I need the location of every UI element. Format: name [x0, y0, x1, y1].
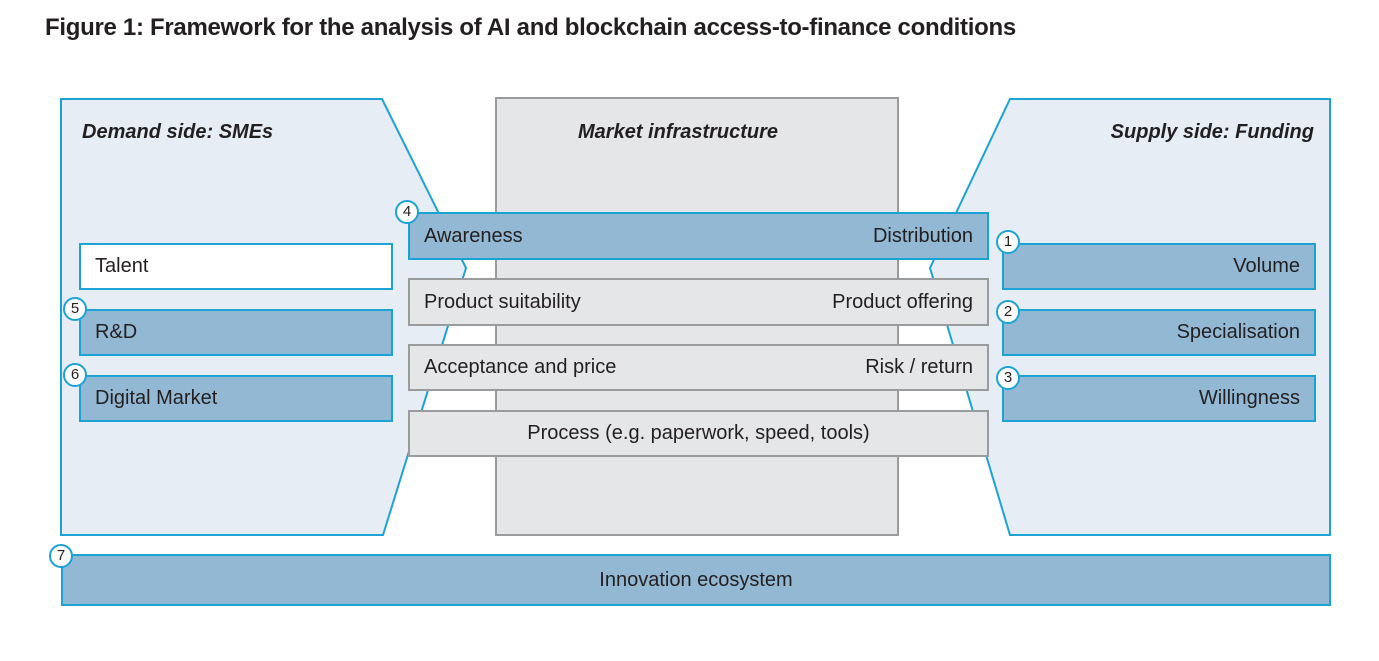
market-row-product: Product suitability Product offering	[408, 278, 989, 326]
number-badge-5: 5	[63, 297, 87, 321]
market-infrastructure-title: Market infrastructure	[578, 121, 779, 143]
demand-item-rnd: R&D	[79, 309, 393, 356]
innovation-ecosystem-label: Innovation ecosystem	[599, 568, 793, 591]
supply-item-volume: Volume	[1002, 243, 1316, 290]
demand-item-label: R&D	[95, 321, 138, 343]
market-row-center-label: Process (e.g. paperwork, speed, tools)	[527, 422, 870, 444]
number-badge-2: 2	[996, 300, 1020, 324]
innovation-ecosystem-bar: Innovation ecosystem	[61, 554, 1331, 606]
supply-item-willingness: Willingness	[1002, 375, 1316, 422]
market-row-right-label: Product offering	[832, 290, 973, 313]
market-row-right-label: Distribution	[872, 224, 973, 247]
number-badge-7: 7	[49, 544, 73, 568]
demand-item-label: Digital Market	[95, 387, 218, 409]
supply-item-specialisation: Specialisation	[1002, 309, 1316, 356]
market-row-process: Process (e.g. paperwork, speed, tools)	[408, 410, 989, 457]
supply-item-label: Volume	[1233, 255, 1300, 277]
market-row-left-label: Product suitability	[424, 290, 581, 313]
supply-item-label: Specialisation	[1176, 321, 1300, 343]
demand-side-title: Demand side: SMEs	[82, 121, 274, 143]
number-badge-6: 6	[63, 363, 87, 387]
number-badge-3: 3	[996, 366, 1020, 390]
figure-title: Figure 1: Framework for the analysis of …	[45, 14, 1016, 41]
demand-item-digital-market: Digital Market	[79, 375, 393, 422]
market-row-right-label: Risk / return	[865, 356, 973, 378]
demand-item-talent: Talent	[79, 243, 393, 290]
supply-item-label: Willingness	[1198, 387, 1300, 409]
market-row-acceptance-risk: Acceptance and price Risk / return	[408, 344, 989, 391]
market-row-awareness-distribution: Awareness Distribution	[408, 212, 989, 260]
market-row-left-label: Awareness	[424, 224, 523, 247]
number-badge-1: 1	[996, 230, 1020, 254]
market-row-left-label: Acceptance and price	[424, 356, 617, 378]
demand-item-label: Talent	[95, 255, 149, 277]
supply-side-title: Supply side: Funding	[1110, 121, 1314, 143]
number-badge-4: 4	[395, 200, 419, 224]
